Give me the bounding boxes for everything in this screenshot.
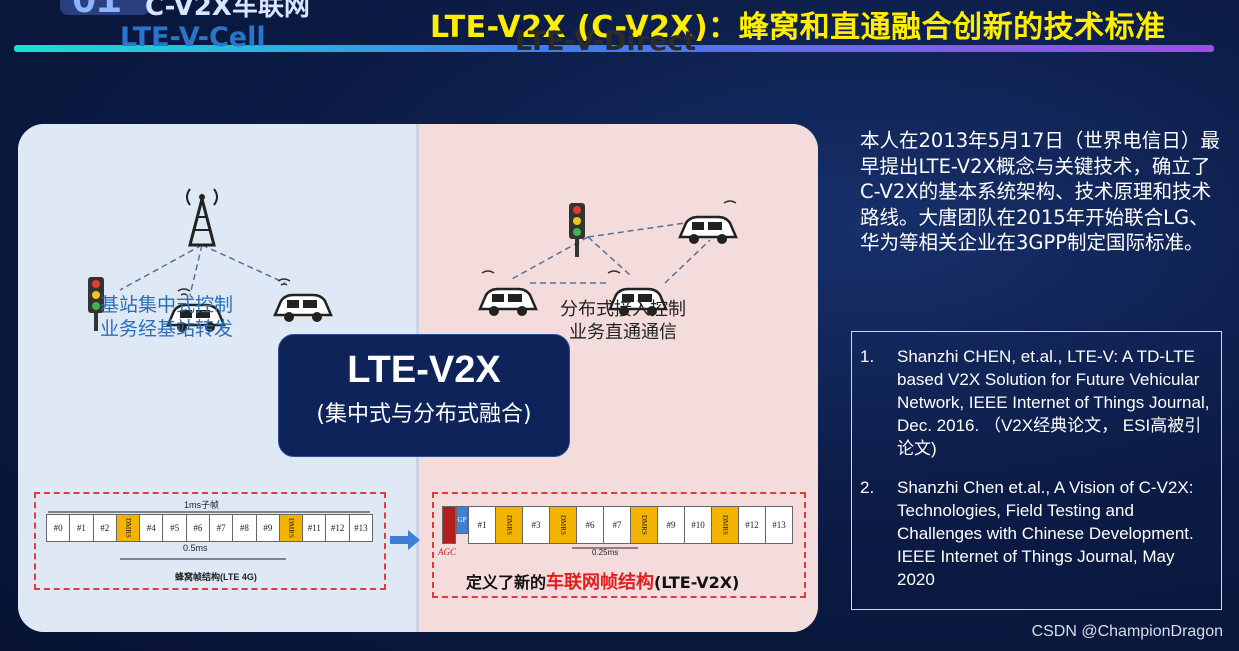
ofdm-symbol: #12: [738, 506, 766, 544]
ofdm-symbol: #5: [162, 514, 186, 542]
reference-item: 1. Shanzhi CHEN, et.al., LTE-V: A TD-LTE…: [860, 345, 1210, 460]
center-subtitle: (集中式与分布式融合): [279, 396, 569, 428]
ofdm-symbol: #6: [576, 506, 604, 544]
ofdm-symbol: #11: [302, 514, 326, 542]
half-ms-arrow: [118, 555, 288, 563]
agc-label: AGC: [438, 547, 456, 557]
ofdm-symbol: #3: [522, 506, 550, 544]
direct-caption: 分布式接入控制 业务直通通信: [560, 298, 686, 344]
dmrs-symbol: DMRS: [495, 506, 523, 544]
watermark: CSDN @ChampionDragon: [1032, 623, 1223, 641]
ofdm-symbol: #6: [186, 514, 210, 542]
base-station-icon: [187, 189, 217, 245]
ofdm-symbol: #0: [46, 514, 70, 542]
car-icon: [680, 201, 736, 244]
agc-symbol: [442, 506, 456, 544]
section-label: C-V2X车联网: [145, 0, 310, 23]
ofdm-symbol: #13: [349, 514, 373, 542]
ofdm-symbol: #2: [93, 514, 117, 542]
ofdm-symbol: #13: [765, 506, 793, 544]
center-title: LTE-V2X: [279, 349, 569, 392]
reference-number: 2.: [860, 476, 890, 499]
car-icon: [480, 271, 536, 316]
lte-v2x-center-box: LTE-V2X (集中式与分布式融合): [278, 334, 570, 457]
dmrs-symbol: DMRS: [630, 506, 658, 544]
v2x-caption-highlight: 车联网帧结构: [546, 572, 654, 593]
v2x-frame-caption: 定义了新的车联网帧结构(LTE-V2X): [466, 568, 739, 594]
reference-number: 1.: [860, 345, 890, 368]
dmrs-symbol: DMRS: [116, 514, 140, 542]
cell-caption-line1: 基站集中式控制: [100, 293, 233, 317]
references-box: 1. Shanzhi CHEN, et.al., LTE-V: A TD-LTE…: [851, 331, 1222, 610]
arrow-right-icon: [390, 530, 422, 550]
cell-caption-line2: 业务经基站转发: [100, 317, 233, 341]
v2x-caption-suffix: (LTE-V2X): [654, 573, 739, 592]
ofdm-symbol: #9: [657, 506, 685, 544]
ofdm-symbol: #10: [684, 506, 712, 544]
ofdm-symbol: #1: [69, 514, 93, 542]
lte-4g-frame-caption: 蜂窝帧结构(LTE 4G): [175, 570, 257, 583]
reference-text: Shanzhi CHEN, et.al., LTE-V: A TD-LTE ba…: [897, 345, 1210, 460]
reference-text: Shanzhi Chen et.al., A Vision of C-V2X: …: [897, 476, 1210, 591]
quarter-ms-label: 0.25ms: [592, 548, 618, 557]
direct-caption-line2: 业务直通通信: [560, 321, 686, 344]
traffic-light-icon: [569, 203, 585, 257]
gp-symbol: GP: [456, 506, 468, 534]
ofdm-symbol: #8: [232, 514, 256, 542]
half-ms-label: 0.5ms: [183, 543, 208, 553]
lte-v-cell-title: LTE-V-Cell: [120, 22, 266, 53]
svg-text:01: 01: [72, 0, 121, 20]
dmrs-symbol: DMRS: [279, 514, 303, 542]
cell-caption: 基站集中式控制 业务经基站转发: [100, 293, 233, 341]
ofdm-symbol: #1: [468, 506, 496, 544]
intro-paragraph: 本人在2013年5月17日（世界电信日）最早提出LTE-V2X概念与关键技术，确…: [860, 128, 1225, 256]
lte-v-direct-title: LTE-V-Direct: [515, 26, 696, 57]
ofdm-symbol: #9: [256, 514, 280, 542]
reference-item: 2. Shanzhi Chen et.al., A Vision of C-V2…: [860, 476, 1210, 591]
ofdm-symbol: #7: [209, 514, 233, 542]
direct-caption-line1: 分布式接入控制: [560, 298, 686, 321]
ofdm-symbol: #7: [603, 506, 631, 544]
ofdm-symbol: #4: [139, 514, 163, 542]
car-icon: [275, 279, 331, 322]
v2x-caption-prefix: 定义了新的: [466, 573, 546, 592]
ofdm-symbol: #12: [325, 514, 349, 542]
dmrs-symbol: DMRS: [711, 506, 739, 544]
dmrs-symbol: DMRS: [549, 506, 577, 544]
